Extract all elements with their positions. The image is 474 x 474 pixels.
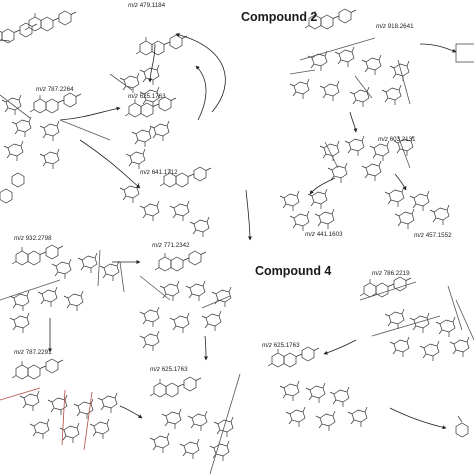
mz-prefix: m/z bbox=[150, 366, 160, 373]
mz-prefix: m/z bbox=[14, 235, 24, 242]
structure-625-mid bbox=[124, 96, 177, 170]
mz-label-625a: m/z 625.1763 bbox=[128, 93, 166, 100]
mz-value: 787.2291 bbox=[25, 349, 52, 356]
mz-label-932: m/z 932.2798 bbox=[14, 235, 52, 242]
mz-value: 625.1763 bbox=[139, 93, 166, 100]
structure-441 bbox=[279, 188, 335, 232]
structure-457 bbox=[384, 186, 450, 230]
mz-value: 603.2131 bbox=[389, 136, 416, 143]
structure-625-c bbox=[267, 346, 368, 432]
mz-prefix: m/z bbox=[140, 169, 150, 176]
mz-value: 625.1763 bbox=[161, 366, 188, 373]
compound-4-heading: Compound 4 bbox=[255, 264, 332, 278]
mz-label-771: m/z 771.2342 bbox=[152, 242, 190, 249]
mz-label-787a: m/z 787.2264 bbox=[36, 86, 74, 93]
mz-prefix: m/z bbox=[376, 23, 386, 30]
mz-label-786: m/z 786.2219 bbox=[372, 270, 410, 277]
mz-prefix: m/z bbox=[414, 232, 424, 239]
mz-prefix: m/z bbox=[36, 86, 46, 93]
mz-prefix: m/z bbox=[372, 270, 382, 277]
mz-value: 771.2342 bbox=[163, 242, 190, 249]
compound-2-heading: Compound 2 bbox=[241, 10, 318, 24]
structure-641 bbox=[119, 166, 212, 238]
mz-prefix: m/z bbox=[378, 136, 388, 143]
mz-prefix: m/z bbox=[152, 242, 162, 249]
mz-value: 786.2219 bbox=[383, 270, 410, 277]
mz-prefix: m/z bbox=[128, 93, 138, 100]
mz-label-787b: m/z 787.2291 bbox=[14, 349, 52, 356]
mz-value: 641.1712 bbox=[151, 169, 178, 176]
mz-label-625b: m/z 625.1763 bbox=[150, 366, 188, 373]
structure-932 bbox=[9, 244, 120, 334]
mz-label-641: m/z 641.1712 bbox=[140, 169, 178, 176]
mz-value: 918.2641 bbox=[387, 23, 414, 30]
mz-label-918: m/z 918.2641 bbox=[376, 23, 414, 30]
mz-prefix: m/z bbox=[14, 349, 24, 356]
mz-value: 441.1603 bbox=[316, 231, 343, 238]
mz-label-625c: m/z 625.1763 bbox=[262, 342, 300, 349]
mz-label-603: m/z 603.2131 bbox=[378, 136, 416, 143]
structure-479 bbox=[0, 10, 77, 44]
mz-prefix: m/z bbox=[262, 342, 272, 349]
structure-787-a bbox=[0, 92, 82, 204]
mz-prefix: m/z bbox=[305, 231, 315, 238]
mz-value: 457.1552 bbox=[425, 232, 452, 239]
mz-label-457: m/z 457.1552 bbox=[414, 232, 452, 239]
mz-value: 479.1184 bbox=[139, 2, 166, 9]
structure-786 bbox=[359, 276, 470, 362]
structure-625-b bbox=[149, 376, 234, 462]
mz-label-441: m/z 441.1603 bbox=[305, 231, 343, 238]
mz-value: 625.1763 bbox=[273, 342, 300, 349]
mz-label-479: m/z 479.1184 bbox=[128, 2, 166, 9]
mz-value: 787.2264 bbox=[47, 86, 74, 93]
mz-value: 932.2798 bbox=[25, 235, 52, 242]
mz-prefix: m/z bbox=[128, 2, 138, 9]
